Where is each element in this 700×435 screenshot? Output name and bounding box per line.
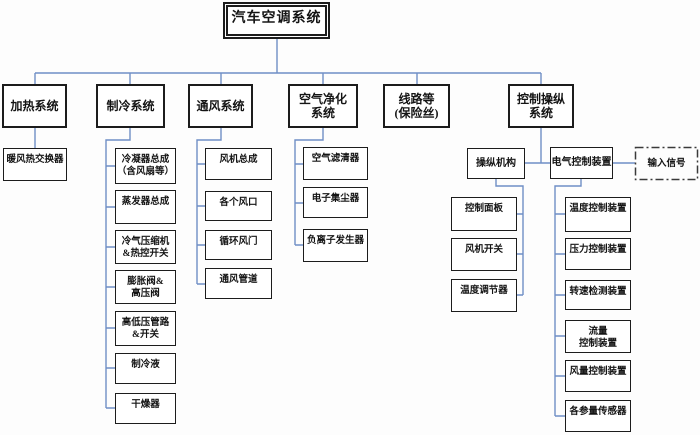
node-condenser-assembly: 冷凝器总成 （含风扇等） <box>115 148 176 184</box>
node-label: 线路等 (保险丝) <box>394 91 439 121</box>
node-label: 转速检测装置 <box>569 287 627 297</box>
connector-electric-control <box>554 179 582 417</box>
node-label: 制冷系统 <box>106 98 155 113</box>
node-label: 电气控制装置 <box>551 157 612 168</box>
node-ventilation-ducts: 通风管道 <box>205 268 272 299</box>
node-label: 高低压管路 &开关 <box>121 318 170 340</box>
node-label: 风量控制装置 <box>569 367 627 377</box>
node-label: 各个风口 <box>219 198 258 208</box>
node-label: 各参量传感器 <box>569 407 627 417</box>
node-evaporator-assembly: 蒸发器总成 <box>115 190 176 224</box>
node-electric-control-device: 电气控制装置 <box>550 147 613 179</box>
node-label: 输入信号 <box>647 158 686 169</box>
node-label: 操纵机构 <box>476 157 516 169</box>
node-label: 压力控制装置 <box>569 245 627 255</box>
connector-root-bus <box>34 39 542 84</box>
node-input-signal: 输入信号 <box>635 147 698 180</box>
node-air-outlets: 各个风口 <box>205 191 272 221</box>
node-control-panel: 控制面板 <box>451 197 517 231</box>
node-label: 风机总成 <box>219 155 258 165</box>
node-label: 流量 控制装置 <box>578 327 617 349</box>
node-label: 控制操纵 系统 <box>516 91 565 121</box>
node-label: 电子集尘器 <box>311 194 360 204</box>
node-heater-core: 暖风热交换器 <box>3 148 67 181</box>
node-speed-detection-device: 转速检测装置 <box>565 280 631 310</box>
node-pressure-lines-switch: 高低压管路 &开关 <box>115 311 176 346</box>
node-circulation-damper: 循环风门 <box>205 230 272 260</box>
input-signal-dashed-border <box>634 146 699 181</box>
node-label: 风机开关 <box>464 245 503 255</box>
node-air-purification-system: 空气净化 系统 <box>288 84 358 128</box>
node-cooling-system: 制冷系统 <box>96 84 165 128</box>
node-air-volume-control-device: 风量控制装置 <box>565 360 631 392</box>
node-parameter-sensors: 各参量传感器 <box>565 400 631 432</box>
node-ventilation-system: 通风系统 <box>188 84 253 128</box>
connector-purification <box>294 128 324 246</box>
node-air-filter: 空气滤清器 <box>303 147 368 180</box>
node-label: 加热系统 <box>10 98 59 113</box>
node-compressor-thermal-switch: 冷气压缩机 &热控开关 <box>115 230 176 264</box>
node-label: 冷凝器总成 （含风扇等） <box>116 155 174 177</box>
connector-control-mechanism <box>495 179 524 296</box>
node-heating-system: 加热系统 <box>2 84 67 128</box>
connector-ventilation <box>196 128 222 285</box>
node-negative-ion-generator: 负离子发生器 <box>303 229 368 262</box>
node-label: 温度控制装置 <box>569 204 627 214</box>
node-label: 制冷液 <box>131 360 160 370</box>
node-label: 冷气压缩机 &热控开关 <box>121 237 170 259</box>
node-label: 蒸发器总成 <box>121 197 170 207</box>
node-label: 循环风门 <box>219 237 258 247</box>
connector-control-split <box>525 128 635 164</box>
node-flow-control-device: 流量 控制装置 <box>565 320 631 353</box>
node-pressure-control-device: 压力控制装置 <box>565 238 631 270</box>
node-label: 汽车空调系统 <box>231 11 322 26</box>
node-label: 膨胀阀& 高压阀 <box>127 277 164 299</box>
connector-cooling <box>105 128 131 409</box>
node-label: 干燥器 <box>131 400 160 410</box>
node-label: 通风管道 <box>219 275 258 285</box>
node-control-operation-system: 控制操纵 系统 <box>508 84 574 128</box>
node-label: 空气净化 系统 <box>298 91 347 121</box>
node-control-mechanism: 操纵机构 <box>467 148 525 179</box>
node-fan-assembly: 风机总成 <box>205 148 272 180</box>
node-wiring-fuse: 线路等 (保险丝) <box>383 84 450 128</box>
node-auto-ac-system: 汽车空调系统 <box>223 2 330 39</box>
node-fan-switch: 风机开关 <box>451 238 517 271</box>
node-dryer: 干燥器 <box>115 393 176 424</box>
node-label: 温度调节器 <box>460 286 508 296</box>
node-temperature-control-device: 温度控制装置 <box>565 197 631 232</box>
node-temperature-regulator: 温度调节器 <box>451 279 517 312</box>
node-label: 暖风热交换器 <box>6 155 64 165</box>
node-label: 控制面板 <box>464 204 503 214</box>
node-label: 负离子发生器 <box>306 236 364 246</box>
node-refrigerant: 制冷液 <box>115 353 176 384</box>
node-expansion-high-pressure-valve: 膨胀阀& 高压阀 <box>115 270 176 304</box>
node-label: 通风系统 <box>196 98 245 113</box>
node-label: 空气滤清器 <box>311 154 360 164</box>
node-electronic-dust-collector: 电子集尘器 <box>303 187 368 218</box>
